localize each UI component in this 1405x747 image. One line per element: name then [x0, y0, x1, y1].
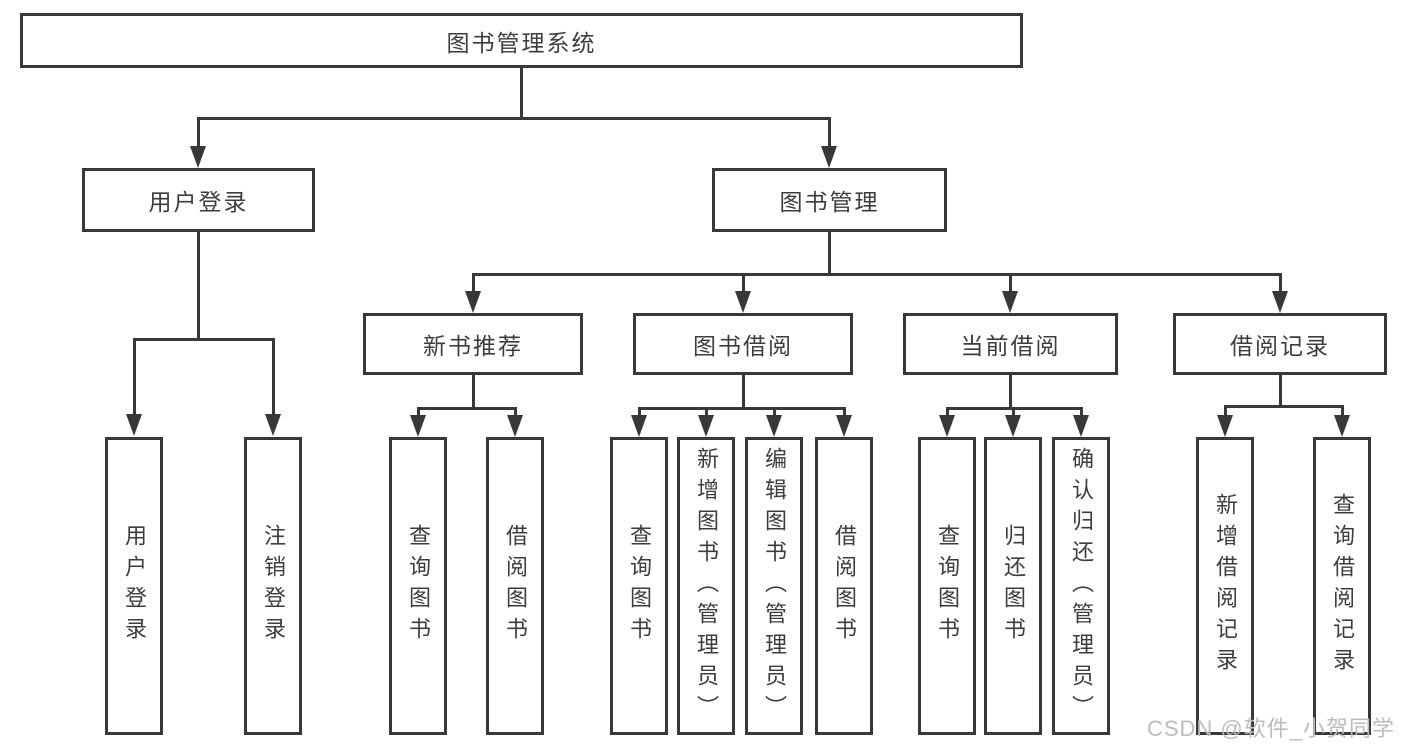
node-user-login: 用户登录: [82, 168, 315, 232]
connector-line: [197, 117, 831, 120]
connector-line: [742, 375, 745, 409]
arrow-down-icon: [766, 415, 782, 437]
arrow-down-icon: [410, 415, 426, 437]
node-new-book-recommendation: 新书推荐: [363, 313, 583, 375]
connector-line: [514, 407, 517, 417]
arrow-down-icon: [1002, 291, 1018, 313]
connector-line: [1341, 405, 1344, 417]
arrow-down-icon: [465, 291, 481, 313]
connector-line: [638, 407, 641, 417]
leaf-label: 借阅图书: [503, 524, 528, 648]
connector-line: [1224, 405, 1343, 408]
leaf-label: 查询图书: [627, 524, 652, 648]
connector-line: [1279, 273, 1282, 295]
leaf-label: 新增图书（管理员）: [694, 446, 719, 726]
node-label: 图书管理系统: [446, 29, 597, 56]
connector-line: [472, 273, 475, 295]
leaf-confirm-return-admin: 确认归还（管理员）: [1052, 437, 1110, 735]
leaf-query-books-recommend: 查询图书: [389, 437, 447, 735]
node-label: 用户登录: [148, 189, 249, 215]
node-label: 借阅记录: [1230, 333, 1330, 359]
connector-line: [638, 407, 845, 410]
connector-line: [133, 338, 136, 418]
node-book-management: 图书管理: [712, 168, 947, 232]
connector-line: [705, 407, 708, 417]
node-label: 新书推荐: [423, 333, 523, 359]
arrow-down-icon: [265, 414, 281, 436]
leaf-label: 查询借阅记录: [1330, 493, 1355, 679]
leaf-add-book-admin: 新增图书（管理员）: [677, 437, 735, 735]
arrow-down-icon: [821, 146, 837, 168]
leaf-label: 归还图书: [1001, 524, 1026, 648]
arrow-down-icon: [836, 415, 852, 437]
leaf-label: 新增借阅记录: [1213, 493, 1238, 679]
arrow-down-icon: [939, 415, 955, 437]
connector-line: [773, 407, 776, 417]
connector-line: [197, 117, 200, 150]
leaf-logout: 注销登录: [244, 437, 302, 735]
connector-line: [828, 232, 831, 275]
connector-line: [272, 338, 275, 418]
node-borrowing-records: 借阅记录: [1173, 313, 1387, 375]
arrow-down-icon: [1217, 415, 1233, 437]
connector-line: [843, 407, 846, 417]
node-label: 图书借阅: [693, 333, 793, 359]
leaf-borrow-books-borrowing: 借阅图书: [815, 437, 873, 735]
connector-line: [417, 407, 420, 417]
arrow-down-icon: [190, 146, 206, 168]
leaf-add-borrow-record: 新增借阅记录: [1196, 437, 1254, 735]
node-current-borrowing: 当前借阅: [903, 313, 1118, 375]
leaf-label: 查询图书: [935, 524, 960, 648]
connector-line: [520, 68, 523, 119]
connector-line: [1009, 375, 1012, 409]
arrow-down-icon: [1073, 415, 1089, 437]
leaf-label: 查询图书: [406, 524, 431, 648]
connector-line: [472, 273, 1281, 276]
node-label: 当前借阅: [960, 333, 1061, 359]
arrow-down-icon: [735, 291, 751, 313]
connector-line: [1224, 405, 1227, 417]
leaf-return-books: 归还图书: [984, 437, 1042, 735]
leaf-label: 用户登录: [122, 524, 147, 648]
leaf-label: 注销登录: [261, 524, 286, 648]
connector-line: [472, 375, 475, 409]
node-library-management-system: 图书管理系统: [20, 13, 1023, 68]
csdn-watermark: CSDN @软件_小贺同学: [1146, 716, 1395, 741]
arrow-down-icon: [507, 415, 523, 437]
connector-line: [946, 407, 949, 417]
connector-line: [742, 273, 745, 295]
arrow-down-icon: [631, 415, 647, 437]
leaf-user-login: 用户登录: [105, 437, 163, 735]
arrow-down-icon: [698, 415, 714, 437]
leaf-query-borrow-record: 查询借阅记录: [1313, 437, 1371, 735]
connector-line: [1279, 375, 1282, 407]
connector-line: [134, 338, 273, 341]
leaf-label: 借阅图书: [832, 524, 857, 648]
leaf-query-books-current: 查询图书: [918, 437, 976, 735]
connector-line: [197, 232, 200, 340]
connector-line: [417, 407, 516, 410]
arrow-down-icon: [1272, 291, 1288, 313]
connector-line: [1080, 407, 1083, 417]
arrow-down-icon: [126, 414, 142, 436]
node-book-borrowing: 图书借阅: [633, 313, 853, 375]
connector-line: [1012, 407, 1015, 417]
node-label: 图书管理: [779, 189, 880, 215]
leaf-query-books-borrowing: 查询图书: [610, 437, 668, 735]
arrow-down-icon: [1334, 415, 1350, 437]
leaf-edit-book-admin: 编辑图书（管理员）: [745, 437, 803, 735]
leaf-label: 确认归还（管理员）: [1069, 446, 1094, 726]
leaf-label: 编辑图书（管理员）: [762, 446, 787, 726]
connector-line: [1009, 273, 1012, 295]
connector-line: [828, 117, 831, 150]
leaf-borrow-books-recommend: 借阅图书: [486, 437, 544, 735]
arrow-down-icon: [1005, 415, 1021, 437]
